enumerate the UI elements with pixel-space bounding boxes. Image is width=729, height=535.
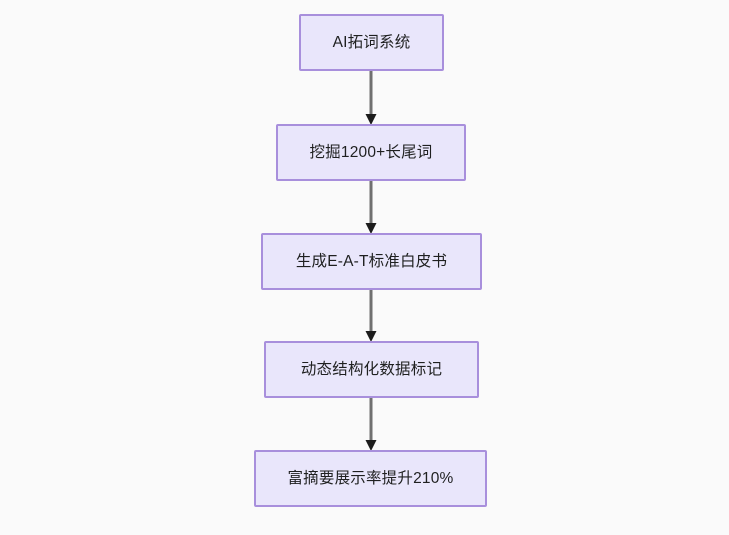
flow-node-mine-longtail-keywords[interactable]: 挖掘1200+长尾词 <box>276 124 466 181</box>
flow-node-label: AI拓词系统 <box>332 33 411 51</box>
flow-node-label: 挖掘1200+长尾词 <box>309 143 433 161</box>
edge-node1-to-node2 <box>360 70 382 126</box>
flow-node-label: 富摘要展示率提升210% <box>287 469 454 487</box>
flow-node-rich-snippet-impression-uplift[interactable]: 富摘要展示率提升210% <box>254 450 487 507</box>
edge-node3-to-node4 <box>360 289 382 343</box>
flow-node-ai-keyword-system[interactable]: AI拓词系统 <box>299 14 444 71</box>
flow-node-dynamic-structured-data-markup[interactable]: 动态结构化数据标记 <box>264 341 479 398</box>
flow-node-label: 生成E-A-T标准白皮书 <box>295 252 448 270</box>
flow-node-label: 动态结构化数据标记 <box>300 360 443 378</box>
flow-node-generate-eat-whitepaper[interactable]: 生成E-A-T标准白皮书 <box>261 233 482 290</box>
edge-node4-to-node5 <box>360 397 382 452</box>
edge-node2-to-node3 <box>360 180 382 235</box>
